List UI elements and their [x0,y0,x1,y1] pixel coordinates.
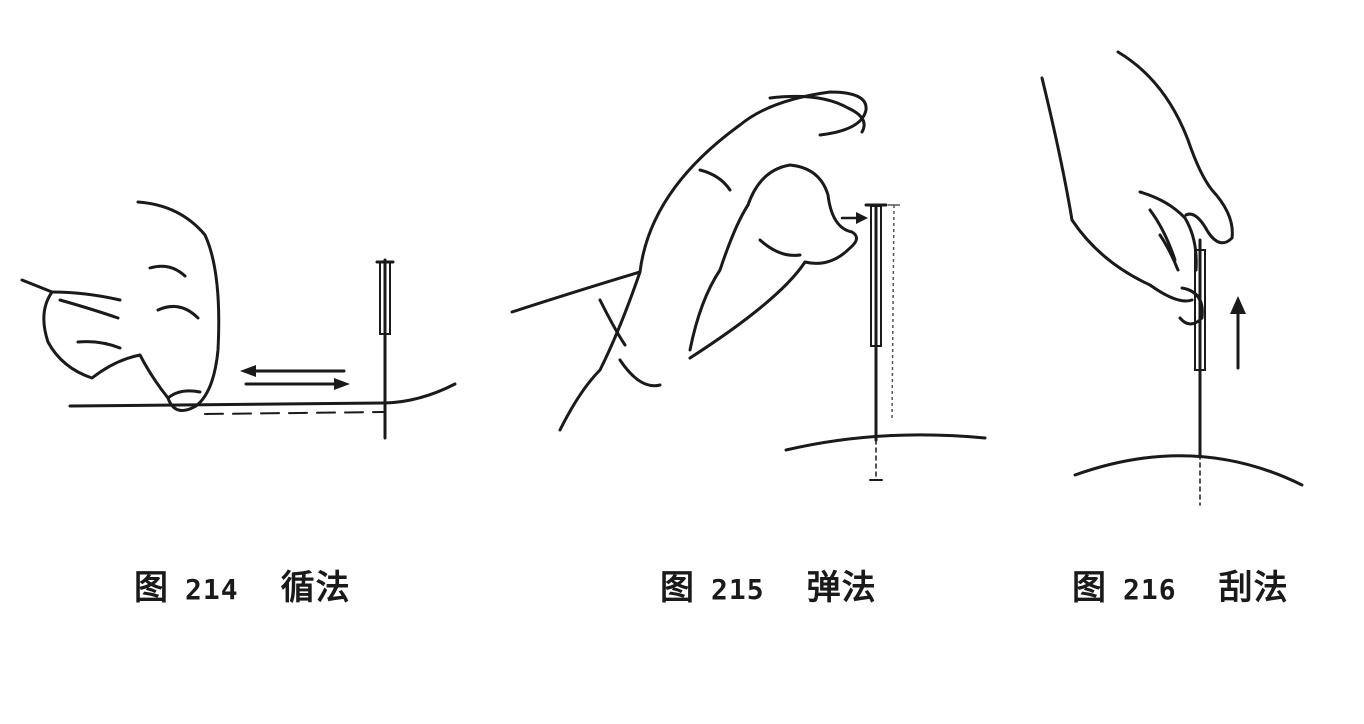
needle-215 [864,203,900,481]
hand-214 [20,200,221,412]
meridian-dashes-214 [204,411,386,415]
figure-caption-214: 图 214 循法 [134,560,351,609]
double-arrow-214 [240,365,350,390]
figure-caption-216: 图 216 刮法 [1072,560,1289,609]
figure-label: 图 [1072,568,1107,608]
figure-label: 图 [660,568,695,608]
flick-arrow-215 [840,212,868,224]
technique-name: 循法 [280,568,351,608]
skin-surface-214 [68,382,457,408]
technique-name: 刮法 [1218,568,1289,608]
figure-216-illustration [1040,50,1304,506]
figure-number: 216 [1123,573,1177,606]
figure-caption-215: 图 215 弹法 [660,560,877,609]
skin-surface-215 [784,433,987,452]
figure-214-illustration [20,200,457,440]
hand-215 [510,90,868,432]
figure-number: 215 [711,573,765,606]
technique-name: 弹法 [806,568,877,608]
needle-216 [1194,238,1206,506]
figure-label: 图 [134,568,169,608]
needle-214 [375,258,395,440]
figure-number: 214 [185,573,239,606]
figure-215-illustration [510,90,987,481]
skin-surface-216 [1073,454,1304,487]
scrape-arrow-216 [1230,296,1246,370]
hand-216 [1040,50,1234,326]
